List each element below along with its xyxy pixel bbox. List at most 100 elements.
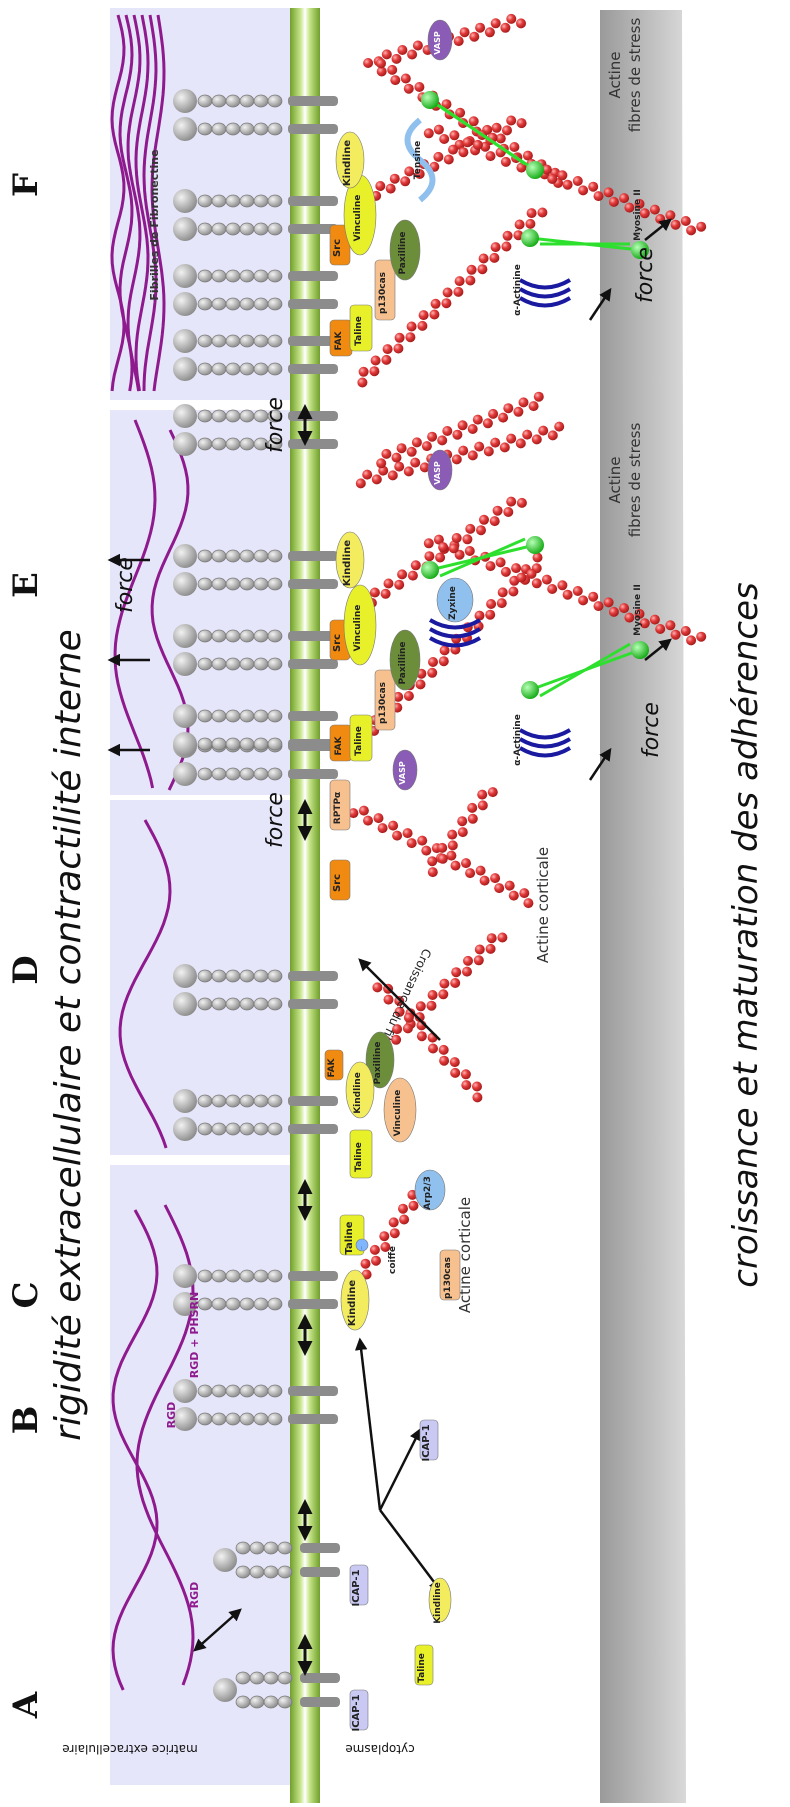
- alpha-actinin-dimer: [520, 730, 570, 738]
- actin-monomer: [509, 891, 519, 901]
- zyxin-e-label: Zyxine: [448, 586, 458, 620]
- integrin-domain: [198, 970, 212, 982]
- integrin-alpha-head: [173, 264, 197, 288]
- actin-monomer: [461, 1080, 471, 1090]
- integrin-tail: [288, 1386, 338, 1396]
- actin-monomer: [372, 474, 382, 484]
- integrin-domain: [278, 1542, 292, 1554]
- actin-monomer: [417, 836, 427, 846]
- integrin-alpha-head: [173, 964, 197, 988]
- integrin-domain: [254, 335, 268, 347]
- icap1-free: ICAP-1: [420, 1420, 438, 1462]
- actin-monomer: [384, 995, 394, 1005]
- actin-monomer: [359, 806, 369, 816]
- actin-monomer: [363, 58, 373, 68]
- actin-monomer: [475, 945, 485, 955]
- integrin-beta-head: [173, 292, 197, 316]
- integrin-tail: [288, 769, 338, 779]
- actin-monomer: [458, 446, 468, 456]
- actin-monomer: [437, 435, 447, 445]
- integrin-domain: [264, 1542, 278, 1554]
- integrin-domain: [198, 123, 212, 135]
- zyxin-e: Zyxine: [437, 578, 473, 622]
- integrin-beta-head: [173, 117, 197, 141]
- actin-monomer: [390, 75, 400, 85]
- actin-monomer: [413, 41, 423, 51]
- integrin-domain: [226, 738, 240, 750]
- paxillin-e: Paxilline: [390, 630, 420, 690]
- actin-monomer: [563, 180, 573, 190]
- actin-monomer: [573, 586, 583, 596]
- actin-monomer: [532, 434, 542, 444]
- integrin-domain: [226, 410, 240, 422]
- integrin-domain: [226, 223, 240, 235]
- integrin-domain: [240, 223, 254, 235]
- actin-monomer: [474, 442, 484, 452]
- actin-monomer: [534, 392, 544, 402]
- alpha-actinin-dimer: [520, 289, 570, 297]
- integrin-domain: [254, 998, 268, 1010]
- force-label-e-membrane: force: [263, 397, 288, 453]
- fak-d-label: FAK: [327, 1057, 337, 1077]
- integrin-domain: [236, 1672, 250, 1684]
- integrin-domain: [226, 438, 240, 450]
- stress-fibres-f-label-2: fibres de stress: [626, 18, 644, 133]
- integrin-domain: [254, 578, 268, 590]
- actin-monomer: [399, 1215, 409, 1225]
- integrin-domain: [226, 1298, 240, 1310]
- talin-d-label: Taline: [354, 1142, 364, 1172]
- vasp-d-label: VASP: [398, 761, 407, 785]
- actin-monomer: [491, 242, 501, 252]
- actin-monomer: [588, 182, 598, 192]
- actin-monomer: [498, 587, 508, 597]
- arp23-d: Arp2/3: [415, 1170, 445, 1210]
- dispersal-arrow: [380, 1510, 440, 1590]
- actin-monomer: [446, 851, 456, 861]
- integrin-domain: [250, 1542, 264, 1554]
- integrin-domain: [240, 658, 254, 670]
- actin-monomer: [451, 967, 461, 977]
- actin-monomer: [619, 193, 629, 203]
- src-d-label: Src: [332, 874, 343, 892]
- force-label-d: force: [263, 792, 288, 848]
- integrin-domain: [250, 1696, 264, 1708]
- actin-monomer: [485, 610, 495, 620]
- integrin-domain: [198, 1413, 212, 1425]
- icap1-a: ICAP-1: [350, 1690, 368, 1732]
- actin-monomer: [427, 668, 437, 678]
- p130cas-e: p130cas: [375, 670, 395, 730]
- actin-monomer: [527, 569, 537, 579]
- actin-monomer: [383, 344, 393, 354]
- alpha-actinin-dimer: [430, 629, 480, 637]
- kindlin-d: Kindline: [346, 1062, 374, 1118]
- protein-text-3: Myosine II: [633, 189, 643, 241]
- region-inside-label: cytoplasme: [345, 1742, 414, 1756]
- actin-monomer: [488, 409, 498, 419]
- actin-monomer: [382, 49, 392, 59]
- integrin-domain: [198, 438, 212, 450]
- actin-monomer: [462, 534, 472, 544]
- actin-monomer: [454, 36, 464, 46]
- integrin-beta-head: [173, 652, 197, 676]
- actin-monomer: [422, 441, 432, 451]
- p130cas-f: p130cas: [375, 260, 395, 320]
- actin-monomer: [458, 827, 468, 837]
- actin-monomer: [438, 854, 448, 864]
- actin-monomer: [573, 176, 583, 186]
- actin-monomer: [497, 933, 507, 943]
- integrin-domain: [212, 270, 226, 282]
- integrin-tail: [288, 364, 338, 374]
- actin-monomer: [465, 546, 475, 556]
- actin-monomer: [498, 413, 508, 423]
- integrin-domain: [198, 1385, 212, 1397]
- integrin-tail: [300, 1697, 340, 1707]
- actin-monomer: [686, 635, 696, 645]
- actin-monomer: [428, 1044, 438, 1054]
- myosin-head: [526, 536, 544, 554]
- src-e-label: Src: [332, 634, 343, 652]
- integrin-domain: [240, 270, 254, 282]
- integrin-domain: [268, 335, 282, 347]
- vinculin-f-label: Vinculine: [353, 195, 363, 242]
- actin-monomer: [379, 1231, 389, 1241]
- actin-monomer: [477, 264, 487, 274]
